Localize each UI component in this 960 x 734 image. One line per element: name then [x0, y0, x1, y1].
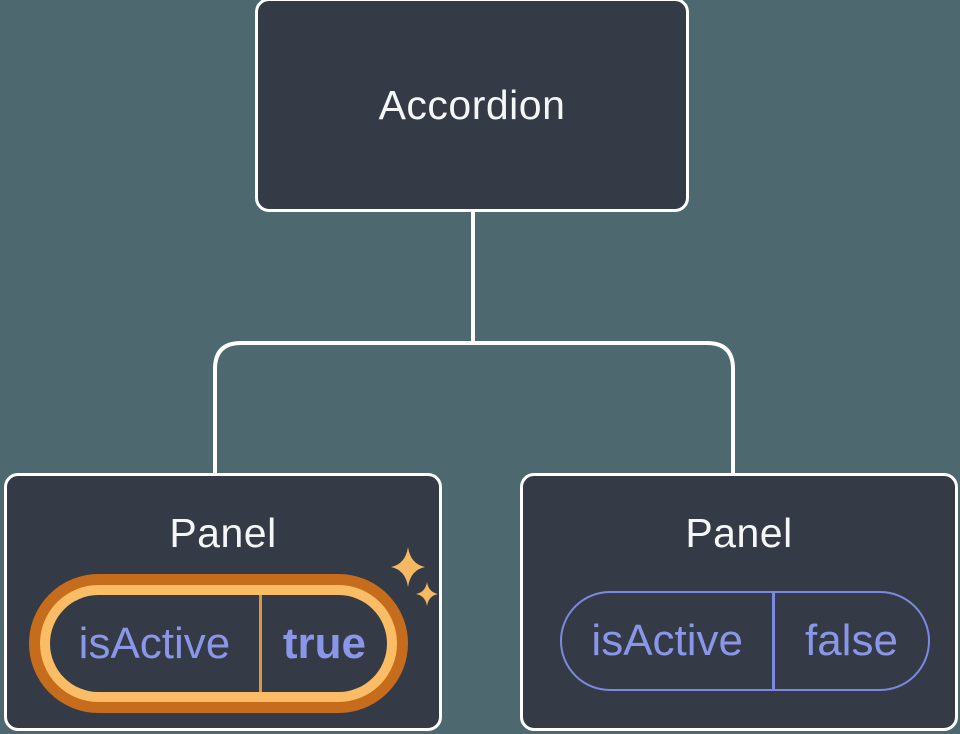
panel-node-inactive: Panel isActive false: [520, 473, 958, 731]
panel-node-active: Panel isActive true: [4, 473, 442, 731]
state-pill-inactive: isActive false: [560, 591, 930, 691]
state-value-cell: false: [804, 616, 898, 665]
state-value-cell: true: [282, 618, 367, 668]
state-key-cell: isActive: [78, 618, 231, 668]
pill-divider: [772, 593, 775, 689]
sparkles-icon: [391, 547, 438, 606]
highlight-ring: isActive true: [29, 574, 408, 713]
pill-divider: [258, 595, 262, 692]
accordion-node-label: Accordion: [378, 81, 566, 128]
state-pill-active: isActive true: [50, 595, 387, 692]
accordion-node: Accordion: [255, 0, 689, 212]
panel-title: Panel: [169, 510, 277, 556]
state-key-cell: isActive: [591, 616, 744, 665]
panel-title: Panel: [685, 510, 793, 556]
